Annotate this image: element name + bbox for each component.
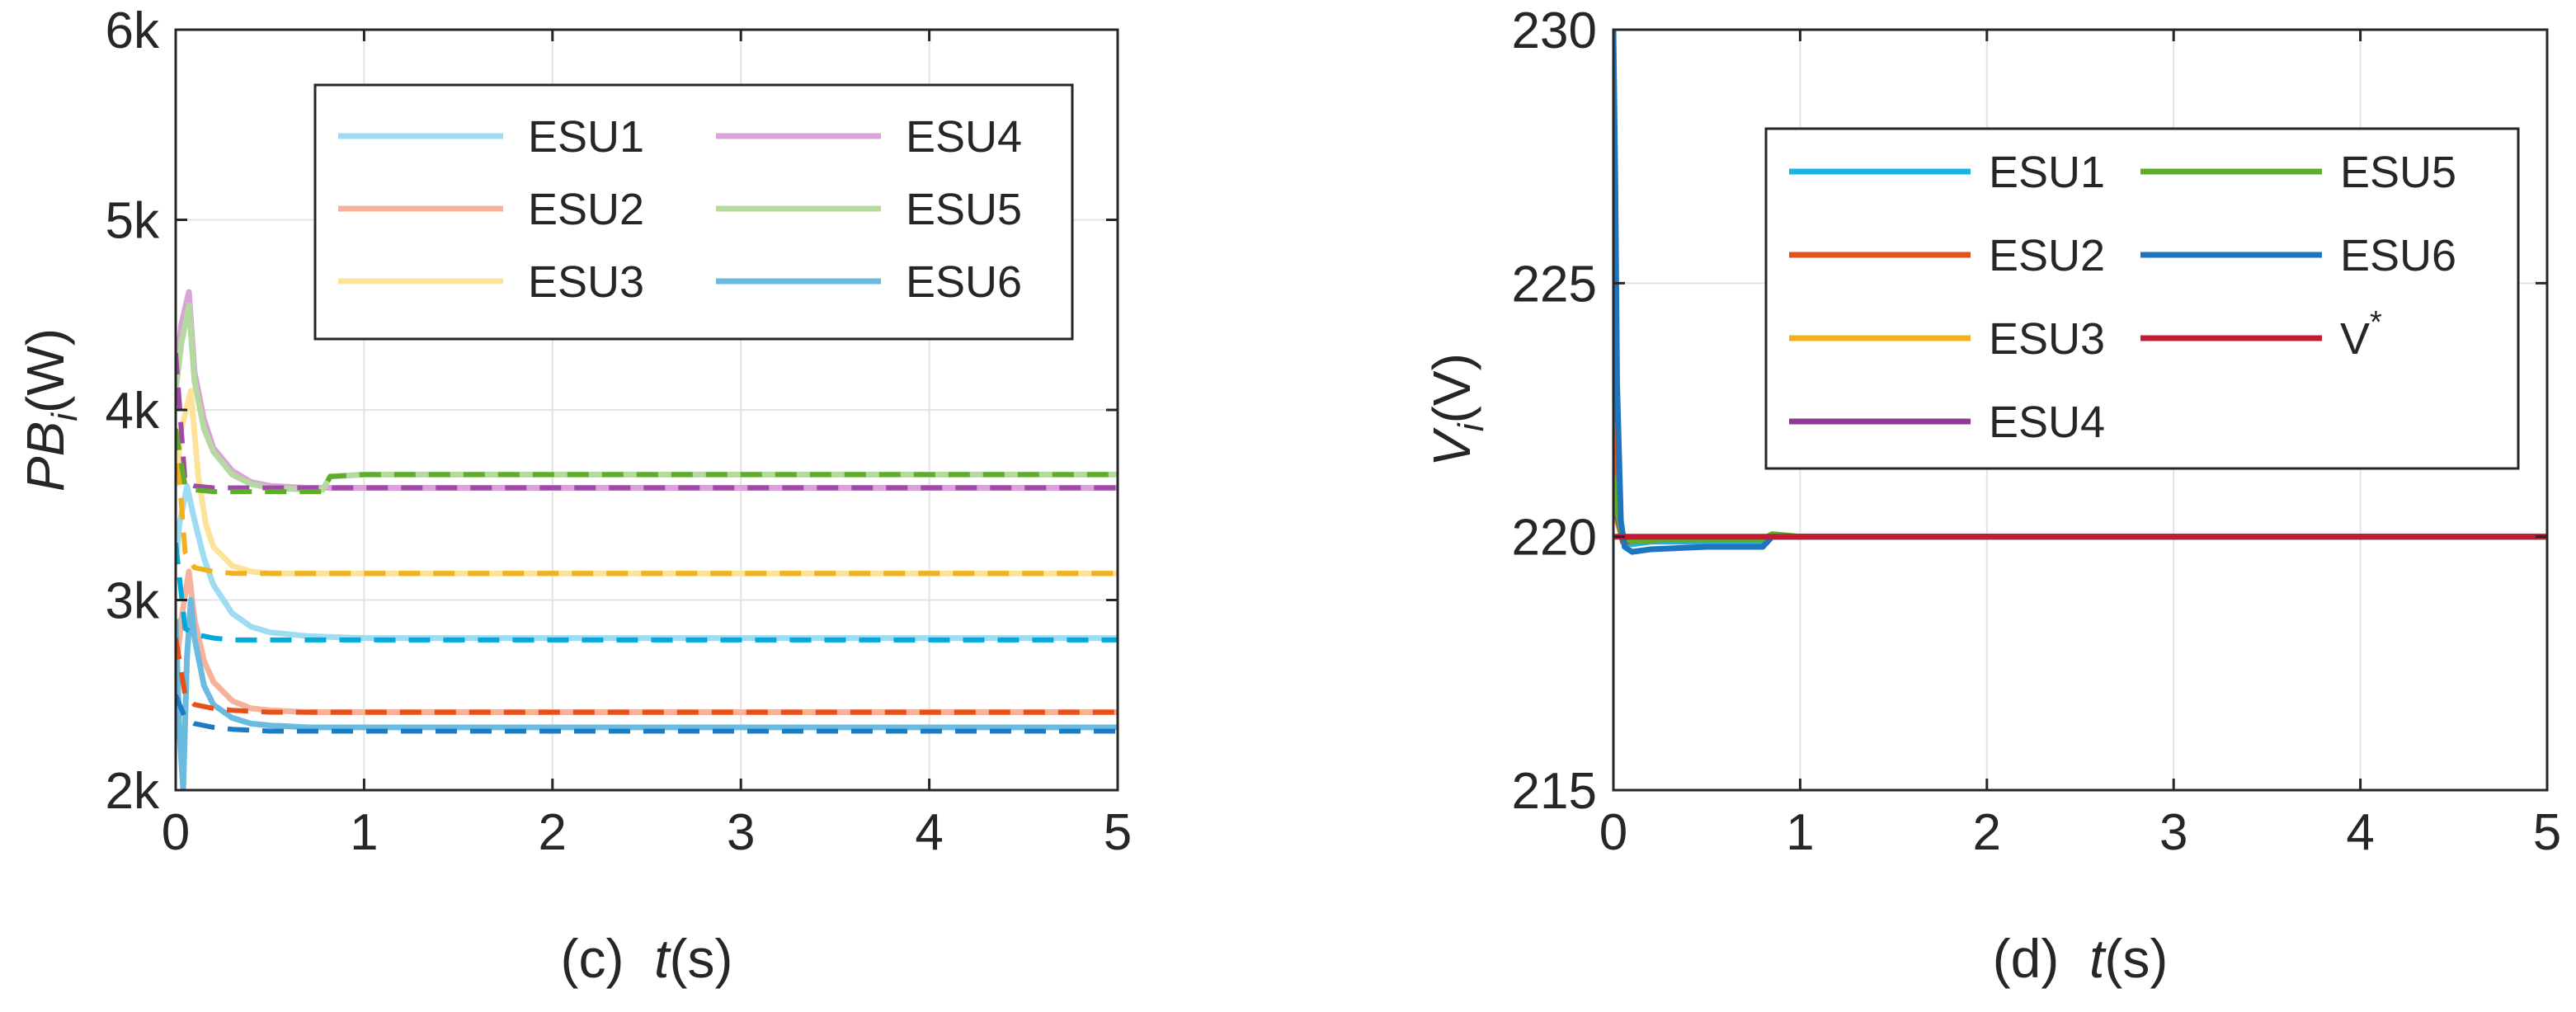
chart-c-legend-label-esu6: ESU6 [906,257,1022,307]
chart-d-caption-prefix: (d) [1993,928,2089,989]
chart-d-legend-label-esu3: ESU3 [1989,314,2105,364]
chart-c-legend-label-esu5-text: ESU5 [906,185,1022,234]
chart-d-ytick-label-3: 230 [1512,2,1597,59]
chart-c-y-axis-title-sub: i [45,412,85,421]
chart-d-xtick-label-3: 3 [2159,804,2187,861]
chart-c-y-axis-title-unit: (W) [16,328,75,413]
chart-c-legend-label-esu3: ESU3 [528,257,644,307]
chart-c-xtick-label-1: 1 [350,804,378,861]
chart-d-legend-label-esu4-text: ESU4 [1989,398,2105,447]
chart-c-ytick-label-1: 3k [106,573,160,630]
chart-d-caption-var: t [2089,928,2107,989]
chart-c-legend-label-esu6-text: ESU6 [906,257,1022,307]
chart-d-legend-label-esu3-text: ESU3 [1989,314,2105,364]
chart-c-legend-label-esu2: ESU2 [528,185,644,234]
chart-c-ytick-label-3: 5k [106,193,160,250]
chart-c-ytick-label-2: 4k [106,383,160,440]
chart-c-xtick-label-3: 3 [727,804,755,861]
chart-d-legend-label-esu5-text: ESU5 [2340,148,2456,197]
chart-d-legend-label-v-text: V [2340,314,2370,364]
chart-c-y-axis-title: PBi(W) [16,328,85,492]
chart-d-legend-label-esu6: ESU6 [2340,231,2456,280]
chart-c-series-ref-7-dashed-line [176,638,1118,715]
chart-d-legend-label-esu1-text: ESU1 [1989,148,2105,197]
chart-c-xtick-label-0: 0 [162,804,190,861]
chart-c-caption-var: t [654,928,671,989]
chart-c-caption-unit: (s) [670,928,733,989]
chart-d-series-group [1613,30,2547,555]
chart-d-y-axis-title-sub: i [1451,422,1491,431]
chart-d-ytick-label-1: 220 [1512,510,1597,567]
chart-c-ytick-label-4: 6k [106,2,160,59]
chart-c-legend-label-esu2-text: ESU2 [528,185,644,234]
chart-c-legend-label-esu4-text: ESU4 [906,112,1022,162]
chart-c-legend-box [313,83,1074,341]
chart-d-caption-unit: (s) [2104,928,2168,989]
chart-c-series-esu1-line [176,482,1118,642]
chart-c-series-ref-10-dashed-line [176,428,1118,495]
chart-d-legend-label-v: V* [2340,305,2382,364]
chart-c-series-group [176,289,1118,790]
chart-c-caption-prefix: (c) [561,928,655,989]
chart-c-ytick-label-0: 2k [106,763,160,820]
chart-c-legend-label-esu1: ESU1 [528,112,644,162]
chart-c-legend-label-esu3-text: ESU3 [528,257,644,307]
chart-d-y-axis-title-main: V [1422,427,1481,467]
chart-d-legend-label-esu2-text: ESU2 [1989,231,2105,280]
chart-d-legend-label-esu4: ESU4 [1989,398,2105,447]
chart-c-legend-label-esu1-text: ESU1 [528,112,644,162]
chart-c-legend-label-esu5: ESU5 [906,185,1022,234]
chart-c-series-ref-6-dashed-line [176,542,1118,643]
chart-c-xtick-label-4: 4 [915,804,943,861]
chart-d-ytick-label-2: 225 [1512,256,1597,313]
chart-d-xtick-label-4: 4 [2346,804,2374,861]
chart-d-ytick-label-0: 215 [1512,763,1597,820]
chart-d-legend-label-esu2: ESU2 [1989,231,2105,280]
chart-c-series-ref-9-dashed-line [176,352,1118,491]
chart-d-axes-box [1612,28,2549,792]
chart-c-series-ref-8-dashed-line [176,428,1118,577]
chart-d-legend-label-esu5: ESU5 [2340,148,2456,197]
chart-c-xtick-label-5: 5 [1104,804,1132,861]
chart-d-legend-box [1764,127,2520,470]
chart-c-y-axis-title-main: PB [16,421,75,492]
chart-d-legend-label-v-sup: * [2370,305,2382,340]
chart-d-xtick-label-0: 0 [1599,804,1627,861]
chart-d-legend-label-esu6-text: ESU6 [2340,231,2456,280]
chart-d-legend-label-esu1: ESU1 [1989,148,2105,197]
chart-d-xtick-label-2: 2 [1973,804,2001,861]
chart-c-xtick-label-2: 2 [539,804,567,861]
chart-c-series-esu6-line [176,597,1118,790]
chart-c-legend-label-esu4: ESU4 [906,112,1022,162]
chart-d-caption: (d) t(s) [1993,928,2169,989]
chart-d-y-axis-title-unit: (V) [1422,353,1481,423]
chart-d-y-axis-title: Vi(V) [1422,353,1491,467]
chart-d-xtick-label-5: 5 [2533,804,2561,861]
chart-d-xtick-label-1: 1 [1786,804,1814,861]
chart-c-caption: (c) t(s) [561,928,733,989]
chart-c-series-ref-11-dashed-line [176,694,1118,734]
